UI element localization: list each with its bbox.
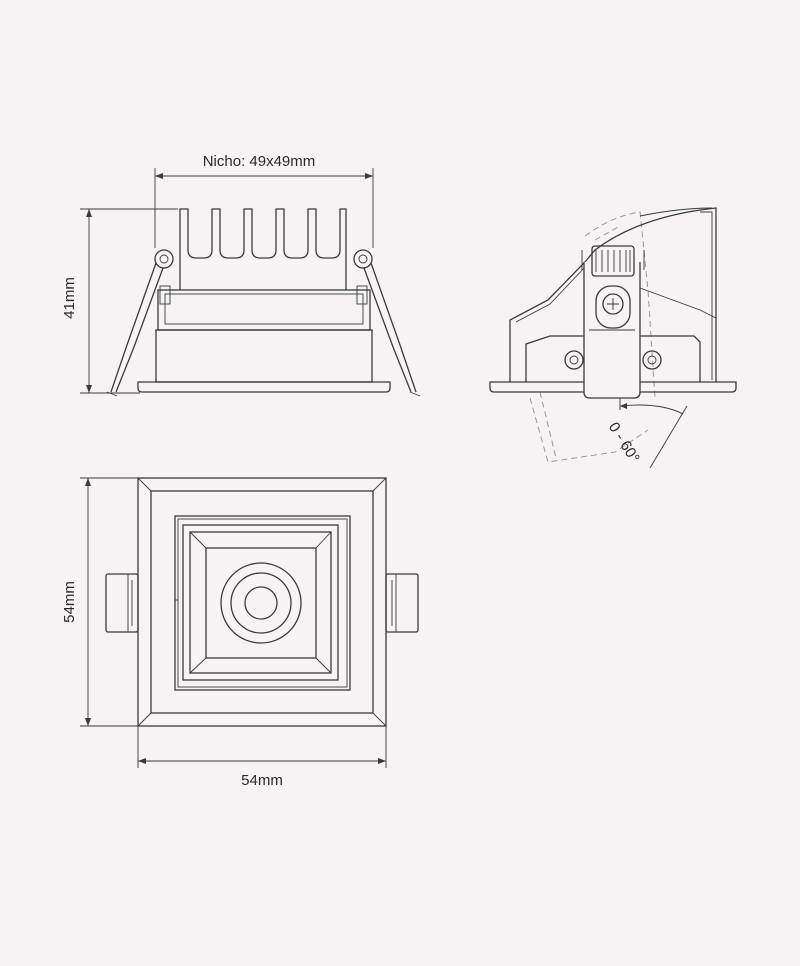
height-dimension-54: 54mm [61, 477, 138, 727]
top-view: 54mm 54mm [61, 477, 419, 789]
lens-outer-ring [220, 562, 302, 644]
niche-dimension: Nicho: 49x49mm [154, 153, 374, 248]
profile-view: 0 - 60° [489, 207, 737, 469]
left-clip-tab [105, 573, 139, 633]
driver-box [155, 329, 373, 383]
height-dimension-54-label: 54mm [61, 581, 78, 623]
side-view: Nicho: 49x49mm 41mm [61, 153, 421, 397]
right-spring-clip [353, 249, 421, 397]
tilt-angle-indicator: 0 - 60° [605, 398, 688, 469]
tilt-ghost-outline [529, 211, 656, 463]
profile-flange [489, 381, 737, 393]
height-dimension-41-label: 41mm [61, 277, 78, 319]
niche-dimension-label: Nicho: 49x49mm [203, 153, 316, 170]
inner-housing [174, 515, 351, 691]
screw-head [602, 293, 624, 315]
heatsink [179, 208, 347, 290]
width-dimension-54-label: 54mm [241, 772, 283, 789]
width-dimension-54: 54mm [137, 726, 387, 789]
led-emitter [244, 586, 278, 620]
tilt-angle-label: 0 - 60° [605, 419, 643, 466]
profile-housing [509, 207, 717, 382]
outer-trim [137, 477, 387, 727]
left-spring-clip [106, 249, 174, 397]
screw-hole-left [564, 350, 584, 370]
screw-hole-right [642, 350, 662, 370]
right-clip-tab [385, 573, 419, 633]
trim-flange [137, 381, 391, 393]
spring-bracket [581, 245, 645, 399]
